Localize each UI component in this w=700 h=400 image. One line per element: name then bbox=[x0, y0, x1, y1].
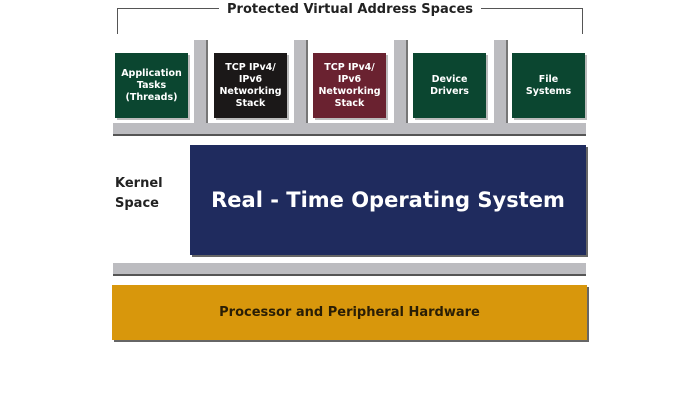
separator-bar bbox=[294, 40, 306, 124]
title-text: Protected Virtual Address Spaces bbox=[219, 2, 481, 17]
separator-bar bbox=[394, 40, 406, 124]
rtos-label: Real - Time Operating System bbox=[211, 188, 565, 212]
lower-bus-bar bbox=[113, 263, 586, 274]
separator-bar bbox=[194, 40, 206, 124]
diagram-title: Protected Virtual Address Spaces bbox=[0, 2, 700, 17]
upper-bus-bar bbox=[113, 123, 586, 134]
hardware-block: Processor and Peripheral Hardware bbox=[112, 285, 587, 340]
hardware-label: Processor and Peripheral Hardware bbox=[219, 305, 480, 320]
separator-bar bbox=[494, 40, 506, 124]
rtos-block: Real - Time Operating System bbox=[190, 145, 586, 255]
